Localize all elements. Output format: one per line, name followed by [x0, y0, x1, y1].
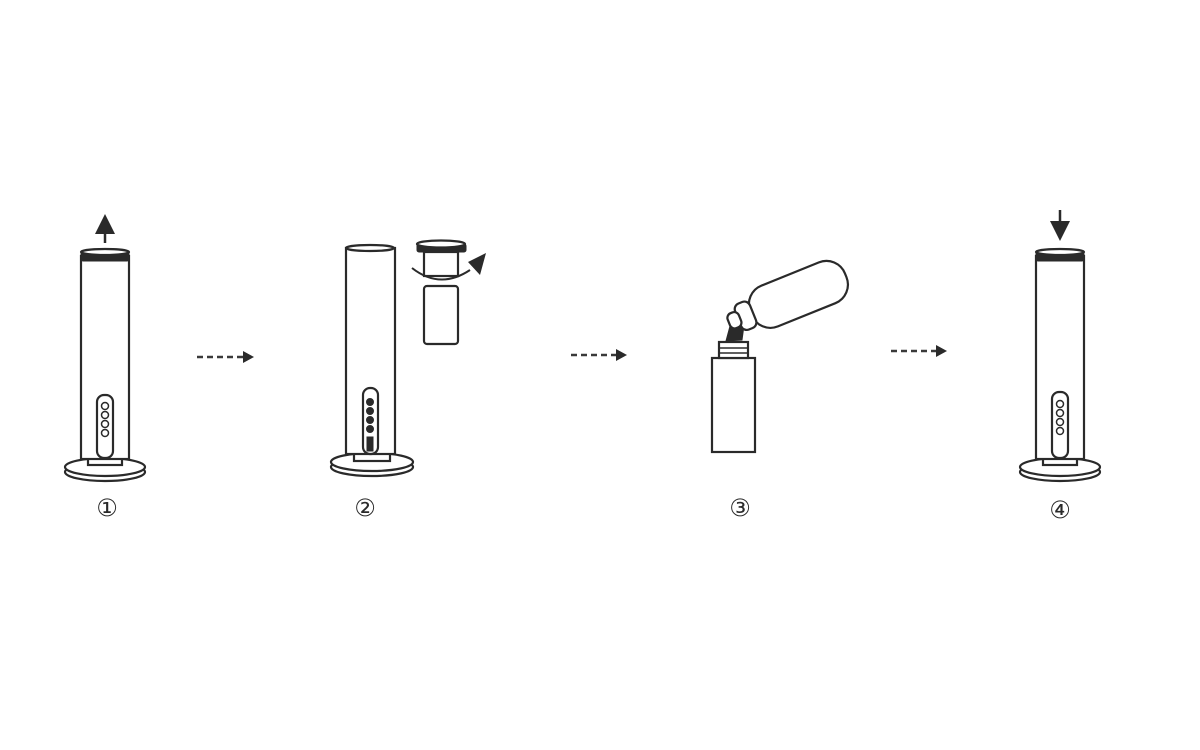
rotate-arrow-icon	[411, 267, 471, 281]
step-3-label: ③	[729, 494, 751, 522]
step-4-label: ④	[1049, 496, 1071, 524]
step-4-device	[1018, 210, 1102, 483]
step-2-label: ②	[354, 494, 376, 522]
step-1-label: ①	[96, 494, 118, 522]
oil-cartridge	[411, 239, 486, 346]
arrow-head-icon	[936, 345, 947, 357]
step-3-pouring	[710, 259, 850, 454]
arrow-head-icon	[616, 349, 627, 361]
step-1-device	[63, 214, 147, 483]
step-2-device	[329, 243, 415, 478]
oil-bottle	[726, 259, 850, 332]
arrow-head-icon	[243, 351, 254, 363]
